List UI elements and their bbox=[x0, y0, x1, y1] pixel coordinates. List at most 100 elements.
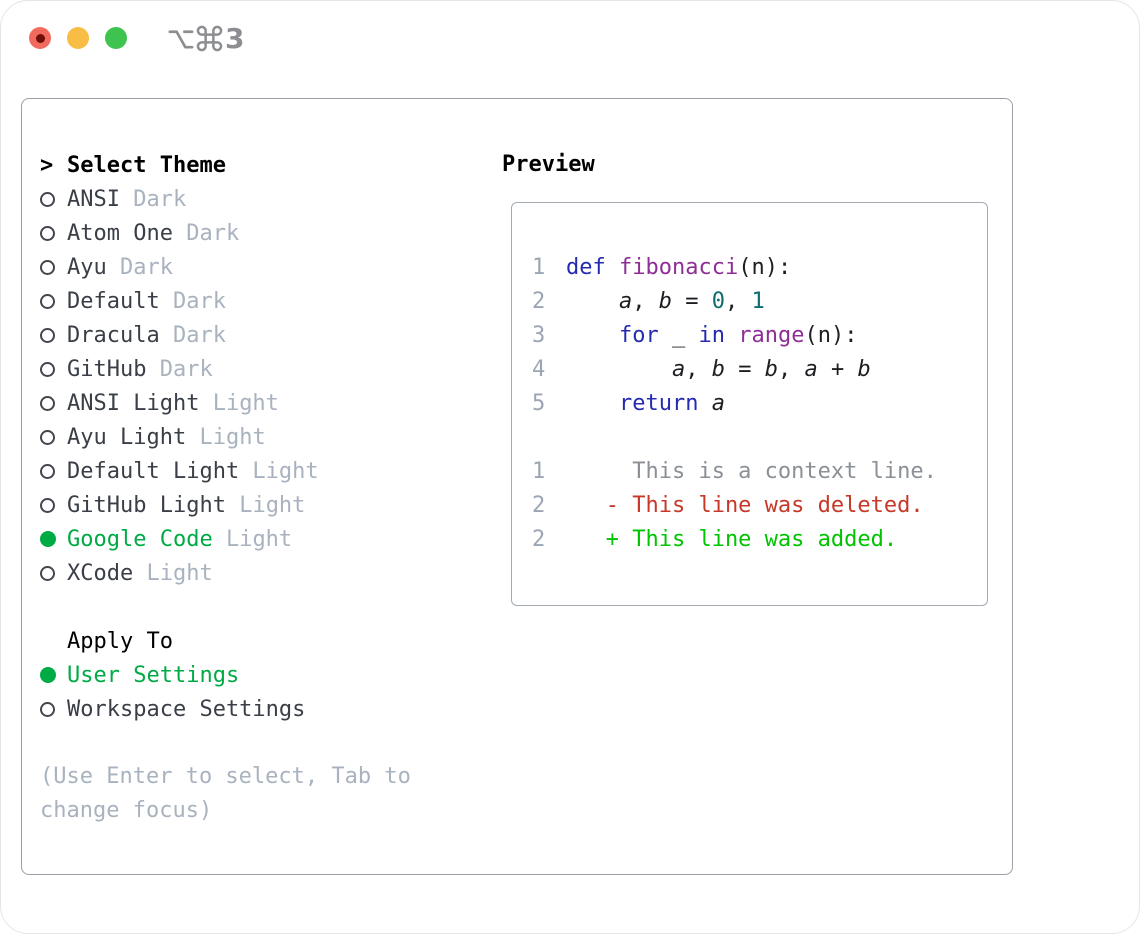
apply-to-title: Apply To bbox=[67, 628, 173, 654]
theme-variant: Light bbox=[133, 560, 213, 586]
theme-variant: Light bbox=[225, 492, 306, 518]
theme-variant: Dark bbox=[159, 322, 226, 348]
radio-icon bbox=[40, 463, 55, 479]
line-number: 2 bbox=[532, 493, 546, 518]
radio-icon bbox=[40, 361, 55, 377]
spacer bbox=[40, 590, 490, 624]
theme-option-xcode[interactable]: XCode Light bbox=[40, 556, 490, 590]
radio-column bbox=[40, 565, 67, 581]
radio-column bbox=[40, 531, 67, 547]
option-key-icon bbox=[168, 29, 194, 49]
line-number: 5 bbox=[532, 391, 546, 416]
preview-header: Preview bbox=[502, 152, 595, 177]
theme-option-default[interactable]: Default Dark bbox=[40, 284, 490, 318]
apply-to-header: Apply To bbox=[40, 624, 490, 658]
line-number: 2 bbox=[532, 289, 546, 314]
radio-icon bbox=[40, 565, 55, 581]
radio-column bbox=[40, 497, 67, 513]
theme-variant: Dark bbox=[119, 186, 187, 212]
shortcut-digit: 3 bbox=[225, 21, 245, 55]
radio-column bbox=[40, 667, 67, 683]
radio-icon bbox=[40, 395, 55, 411]
radio-column bbox=[40, 191, 67, 207]
code-line: 4 a, b = b, a + b bbox=[532, 353, 987, 387]
zoom-button[interactable] bbox=[105, 27, 127, 49]
theme-option-ansi[interactable]: ANSI Dark bbox=[40, 182, 490, 216]
theme-variant: Light bbox=[199, 390, 279, 416]
apply-option-workspace-settings[interactable]: Workspace Settings bbox=[40, 692, 490, 726]
radio-column bbox=[40, 361, 67, 377]
spacer bbox=[40, 726, 490, 760]
theme-name: ANSI bbox=[67, 186, 120, 212]
radio-selected-icon bbox=[40, 531, 56, 547]
spacer bbox=[532, 421, 987, 455]
theme-variant: Dark bbox=[146, 356, 213, 382]
theme-option-ayu[interactable]: Ayu Dark bbox=[40, 250, 490, 284]
theme-name: Google Code bbox=[67, 526, 213, 552]
radio-selected-icon bbox=[40, 667, 56, 683]
theme-variant: Dark bbox=[172, 220, 240, 246]
close-button[interactable] bbox=[29, 27, 51, 49]
diff-preview: 1 This is a context line.2 - This line w… bbox=[532, 455, 987, 557]
select-theme-header: > Select Theme bbox=[40, 148, 490, 182]
theme-name: XCode bbox=[67, 560, 134, 586]
radio-column bbox=[40, 225, 67, 241]
radio-column bbox=[40, 701, 67, 717]
theme-name: GitHub bbox=[67, 356, 147, 382]
theme-name: Ayu bbox=[67, 254, 107, 280]
theme-name: ANSI Light bbox=[67, 390, 200, 416]
theme-name: Atom One bbox=[67, 220, 173, 246]
diff-line-added: 2 + This line was added. bbox=[532, 523, 987, 557]
theme-variant: Dark bbox=[159, 288, 226, 314]
theme-option-google-code[interactable]: Google Code Light bbox=[40, 522, 490, 556]
line-number: 1 bbox=[532, 255, 546, 280]
line-number: 3 bbox=[532, 323, 546, 348]
radio-icon bbox=[40, 701, 55, 717]
radio-icon bbox=[40, 429, 55, 445]
theme-option-atom-one[interactable]: Atom One Dark bbox=[40, 216, 490, 250]
radio-column bbox=[40, 463, 67, 479]
theme-option-dracula[interactable]: Dracula Dark bbox=[40, 318, 490, 352]
help-text: (Use Enter to select, Tab to change focu… bbox=[40, 764, 411, 823]
titlebar: 3 bbox=[1, 1, 1139, 75]
radio-icon bbox=[40, 497, 55, 513]
radio-column bbox=[40, 327, 67, 343]
apply-option-label: Workspace Settings bbox=[67, 696, 306, 722]
minimize-button[interactable] bbox=[67, 27, 89, 49]
theme-option-ayu-light[interactable]: Ayu Light Light bbox=[40, 420, 490, 454]
radio-icon bbox=[40, 259, 55, 275]
select-theme-title: Select Theme bbox=[67, 152, 226, 178]
radio-column bbox=[40, 395, 67, 411]
theme-variant: Light bbox=[212, 526, 293, 552]
close-dot-icon bbox=[35, 33, 45, 43]
apply-option-label: User Settings bbox=[67, 662, 240, 688]
line-number: 2 bbox=[532, 527, 546, 552]
theme-name: Dracula bbox=[67, 322, 160, 348]
command-key-icon bbox=[196, 25, 223, 51]
radio-column bbox=[40, 259, 67, 275]
theme-variant: Dark bbox=[106, 254, 173, 280]
line-number: 1 bbox=[532, 459, 546, 484]
theme-name: Ayu Light bbox=[67, 424, 187, 450]
focus-caret: > bbox=[40, 152, 54, 178]
window-title-shortcut: 3 bbox=[167, 21, 245, 55]
theme-option-github[interactable]: GitHub Dark bbox=[40, 352, 490, 386]
radio-icon bbox=[40, 293, 55, 309]
theme-option-github-light[interactable]: GitHub Light Light bbox=[40, 488, 490, 522]
theme-name: Default bbox=[67, 288, 160, 314]
theme-variant: Light bbox=[239, 458, 319, 484]
radio-column bbox=[40, 293, 67, 309]
theme-option-ansi-light[interactable]: ANSI Light Light bbox=[40, 386, 490, 420]
code-line: 3 for _ in range(n): bbox=[532, 319, 987, 353]
apply-option-user-settings[interactable]: User Settings bbox=[40, 658, 490, 692]
radio-icon bbox=[40, 327, 55, 343]
theme-option-default-light[interactable]: Default Light Light bbox=[40, 454, 490, 488]
code-line: 5 return a bbox=[532, 387, 987, 421]
diff-line-deleted: 2 - This line was deleted. bbox=[532, 489, 987, 523]
